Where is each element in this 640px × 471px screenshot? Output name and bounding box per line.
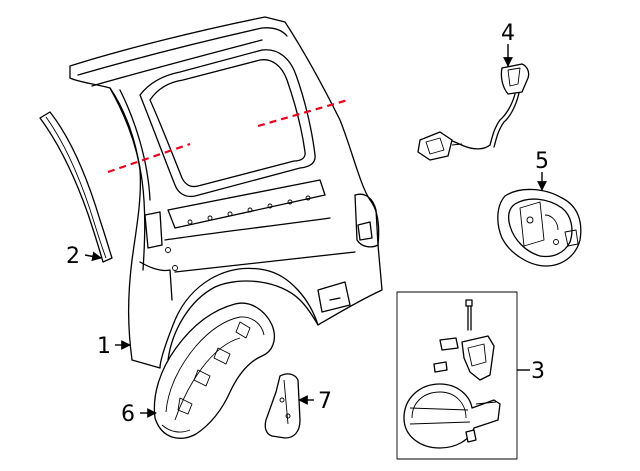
molding-strip-part-2 bbox=[39, 111, 113, 263]
fuel-door-box-part-3 bbox=[396, 291, 518, 460]
callout-5: 5 bbox=[535, 149, 549, 174]
parts-box bbox=[396, 291, 518, 460]
callout-7: 7 bbox=[318, 389, 332, 414]
filler-housing-part-5 bbox=[497, 188, 582, 267]
leader-2 bbox=[84, 251, 102, 262]
cut-line-left bbox=[107, 142, 191, 174]
quarter-panel-part-1 bbox=[69, 16, 383, 369]
wheelhouse-liner-part-6 bbox=[153, 302, 276, 439]
callout-3: 3 bbox=[531, 359, 545, 384]
callout-2: 2 bbox=[66, 244, 80, 269]
callout-1: 1 bbox=[97, 334, 111, 359]
callout-4: 4 bbox=[501, 21, 515, 46]
splash-shield-part-7 bbox=[264, 373, 301, 439]
cut-line-right bbox=[257, 98, 349, 128]
release-cable-part-4 bbox=[417, 63, 530, 161]
callout-6: 6 bbox=[121, 402, 135, 427]
